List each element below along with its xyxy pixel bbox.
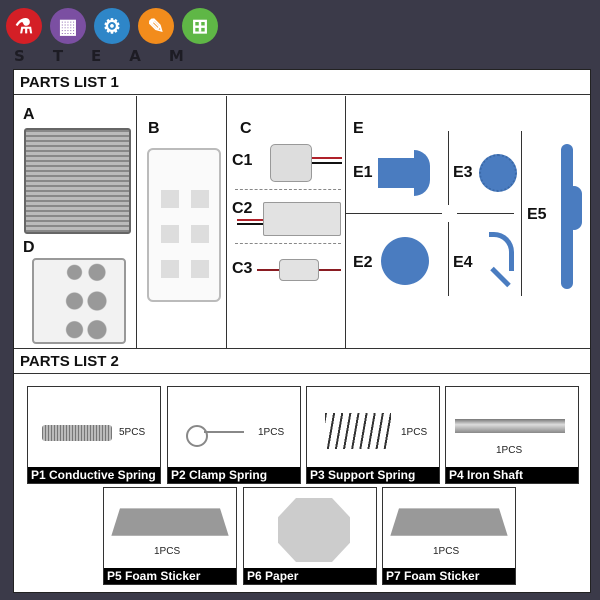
qty: 1PCS: [401, 427, 428, 438]
cell-a-d: A D: [14, 96, 137, 348]
qty: 1PCS: [433, 546, 460, 557]
part-card-p2: 1PCS P2 Clamp Spring: [167, 386, 301, 484]
label-c2: C2: [232, 200, 253, 217]
divider: [235, 243, 341, 244]
part-card-p3: 1PCS P3 Support Spring: [306, 386, 440, 484]
gear-part: [479, 154, 517, 192]
label-e1: E1: [353, 164, 373, 181]
part-card-p4: 1PCS P4 Iron Shaft: [445, 386, 579, 484]
module-sprue-image: [147, 148, 221, 302]
parts-list-1-title: PARTS LIST 1: [14, 70, 590, 95]
part-label: P2 Clamp Spring: [168, 467, 300, 483]
cell-b: B: [137, 96, 227, 348]
part-label: P3 Support Spring: [307, 467, 439, 483]
gear-sprue-image: [32, 258, 126, 344]
foam-sticker-image: [111, 508, 229, 536]
label-e3: E3: [453, 164, 473, 181]
label-d: D: [23, 239, 35, 256]
technology-icon: ▦: [50, 8, 86, 44]
support-spring-image: [325, 413, 391, 449]
label-e5: E5: [527, 206, 547, 223]
part-card-p5: 1PCS P5 Foam Sticker: [103, 487, 237, 585]
switch-module-image: [270, 144, 312, 182]
qty: 1PCS: [154, 546, 181, 557]
part-label: P7 Foam Sticker: [383, 568, 515, 584]
part-label: P4 Iron Shaft: [446, 467, 578, 483]
steam-letter: E: [91, 47, 103, 65]
steam-wordmark: S T E A M: [14, 47, 185, 65]
label-e4: E4: [453, 254, 473, 271]
label-c1: C1: [232, 152, 253, 169]
part-label: P1 Conductive Spring: [28, 467, 160, 483]
paper-image: [278, 498, 350, 562]
part-label: P6 Paper: [244, 568, 376, 584]
label-a: A: [23, 106, 35, 123]
connector-image: [279, 259, 319, 281]
qty: 1PCS: [496, 445, 523, 456]
clamp-spring-image: [186, 425, 208, 447]
qty: 5PCS: [119, 427, 146, 438]
label-b: B: [148, 120, 160, 137]
disc-part: [381, 237, 429, 285]
label-c: C: [240, 120, 252, 137]
label-c3: C3: [232, 260, 253, 277]
part-card-p7: 1PCS P7 Foam Sticker: [382, 487, 516, 585]
wire-red: [312, 157, 342, 159]
part-card-p1: 5PCS P1 Conductive Spring: [27, 386, 161, 484]
breadboard-image: [24, 128, 131, 234]
steam-letter: M: [168, 47, 185, 65]
steam-letter: S: [14, 47, 26, 65]
iron-shaft-image: [455, 419, 565, 433]
foam-sticker-image: [390, 508, 508, 536]
engineering-icon: ⚙: [94, 8, 130, 44]
bevel-gear-part: [378, 158, 416, 188]
hook-part: [489, 232, 514, 271]
math-icon: ⊞: [182, 8, 218, 44]
part-label: P5 Foam Sticker: [104, 568, 236, 584]
art-icon: ✎: [138, 8, 174, 44]
part-card-p6: P6 Paper: [243, 487, 377, 585]
wire-black: [312, 162, 342, 164]
parts-list-2-title: PARTS LIST 2: [14, 349, 590, 374]
conductive-spring-image: [42, 425, 112, 441]
steam-letter: A: [129, 47, 142, 65]
divider: [235, 189, 341, 190]
label-e: E: [353, 120, 364, 137]
cell-c: C C1 C2 C3: [227, 96, 346, 348]
parts-sheet: PARTS LIST 1 A D B C C1 C2 C3 E E1: [13, 69, 591, 593]
wire-black: [237, 223, 263, 225]
science-icon: ⚗: [6, 8, 42, 44]
label-e2: E2: [353, 254, 373, 271]
cell-e: E E1 E3 E2 E4 E5: [346, 96, 590, 348]
qty: 1PCS: [258, 427, 285, 438]
steam-letter: T: [52, 47, 65, 65]
steam-logo-row: ⚗ ▦ ⚙ ✎ ⊞: [6, 8, 218, 44]
battery-box-image: [263, 202, 341, 236]
wire-red: [237, 219, 263, 221]
